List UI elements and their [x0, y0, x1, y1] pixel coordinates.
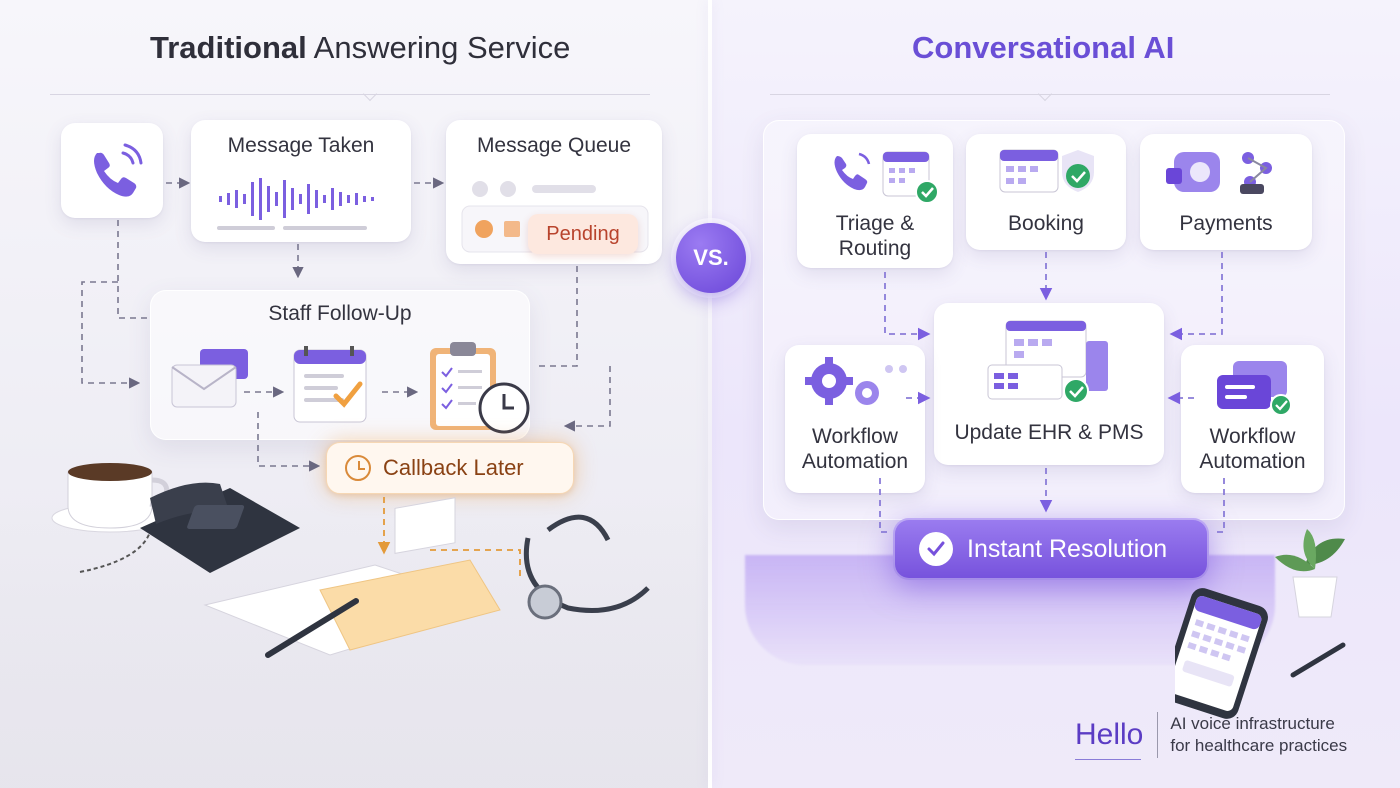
workflow-automation-left-card: Workflow Automation [785, 345, 925, 493]
traditional-title: Traditional Answering Service [150, 30, 571, 65]
task-checklist-icon [293, 346, 367, 423]
workflow-automation-right-label: Workflow Automation [1199, 425, 1306, 473]
triage-routing-card: Triage & Routing [797, 134, 953, 268]
callback-later-badge: Callback Later [326, 442, 574, 494]
ehr-dashboard-icon [987, 320, 1108, 404]
clipboard-clock-icon [430, 342, 530, 434]
clock-icon [345, 455, 371, 481]
smartphone-plant-illustration [1175, 529, 1346, 719]
check-icon [919, 532, 953, 566]
versus-badge: VS. [676, 223, 746, 293]
messages-icon [1217, 361, 1292, 416]
update-ehr-label: Update EHR & PMS [954, 421, 1144, 444]
brand-tagline: AI voice infrastructure for healthcare p… [1170, 713, 1348, 755]
workflow-automation-left-label: Workflow Automation [801, 425, 909, 473]
booking-label: Booking [1008, 212, 1084, 235]
triage-routing-label: Triage & Routing [835, 212, 915, 260]
phone-icon [94, 143, 143, 197]
panel-divider [708, 0, 712, 788]
conversational-title: Conversational AI [912, 30, 1175, 65]
message-taken-label: Message Taken [227, 134, 375, 157]
brand-footer: Hello AI voice infrastructure for health… [1075, 712, 1348, 760]
desk-illustration [51, 463, 650, 658]
pending-badge: Pending [528, 214, 638, 254]
instant-resolution-badge: Instant Resolution [893, 518, 1209, 580]
payments-card: Payments [1140, 134, 1312, 250]
update-ehr-card: Update EHR & PMS [934, 303, 1164, 465]
payments-label: Payments [1179, 212, 1273, 235]
payments-icon [1166, 152, 1272, 194]
brand-logo: Hello [1075, 718, 1157, 760]
left-title-rule [50, 94, 650, 95]
instant-resolution-label: Instant Resolution [967, 534, 1168, 563]
envelope-icon [171, 349, 248, 408]
callback-later-label: Callback Later [383, 455, 524, 480]
message-queue-label: Message Queue [476, 134, 632, 157]
incoming-call-card [61, 123, 163, 218]
workflow-automation-right-card: Workflow Automation [1181, 345, 1324, 493]
staff-follow-up-label: Staff Follow-Up [268, 302, 412, 325]
message-taken-card: Message Taken [191, 120, 411, 242]
waveform-icon [217, 178, 374, 230]
right-title-rule [770, 94, 1330, 95]
booking-card: Booking [966, 134, 1126, 250]
calendar-shield-icon [999, 149, 1094, 193]
brand-separator [1157, 712, 1159, 758]
phone-calendar-icon [834, 151, 939, 204]
gears-icon [805, 357, 907, 405]
